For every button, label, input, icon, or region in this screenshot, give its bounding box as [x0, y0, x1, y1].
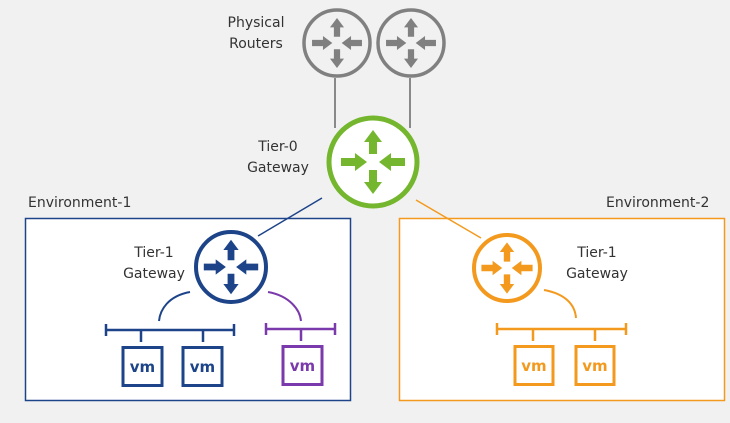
env1-tier1-gateway-label: Tier-1 Gateway [112, 243, 196, 285]
environment-2-box [398, 217, 726, 402]
label-line: Gateway [247, 160, 309, 176]
vm-label: vm [290, 357, 315, 375]
label-line: Gateway [123, 266, 185, 282]
env2-segment [495, 323, 628, 341]
tier0-gateway-router[interactable] [326, 115, 420, 209]
link-tier0-env2-tier1 [415, 199, 482, 239]
env2-uplink [543, 289, 577, 319]
link-tier0-env1-tier1 [257, 197, 323, 237]
label-line: Physical [227, 15, 285, 31]
label-line: Gateway [566, 266, 628, 282]
vm-label: vm [521, 357, 546, 375]
label-line: Tier-0 [258, 139, 298, 155]
physical-routers-label: Physical Routers [214, 13, 298, 55]
vm-env1-2[interactable]: vm [181, 346, 224, 387]
label-line: Tier-1 [134, 245, 174, 261]
env2-tier1-gateway-label: Tier-1 Gateway [555, 243, 639, 285]
env1-purple-segment [264, 323, 337, 341]
env1-blue-uplink [158, 291, 191, 322]
vm-env1-3[interactable]: vm [281, 345, 324, 386]
physical-router-2[interactable] [376, 8, 446, 78]
env1-purple-uplink [267, 291, 302, 322]
env2-tier1-gateway-router[interactable] [472, 233, 542, 303]
vm-label: vm [582, 357, 607, 375]
vm-env1-1[interactable]: vm [121, 346, 164, 387]
label-line: Routers [229, 36, 283, 52]
tier0-gateway-label: Tier-0 Gateway [236, 137, 320, 179]
vm-env2-2[interactable]: vm [574, 345, 616, 386]
environment-1-label: Environment-1 [28, 195, 132, 211]
vm-label: vm [190, 358, 215, 376]
physical-router-1[interactable] [302, 8, 372, 78]
env1-blue-segment [104, 324, 236, 342]
vm-env2-1[interactable]: vm [513, 345, 555, 386]
env1-tier1-gateway-router[interactable] [194, 230, 268, 304]
environment-2-label: Environment-2 [606, 195, 710, 211]
vm-label: vm [130, 358, 155, 376]
label-line: Tier-1 [577, 245, 617, 261]
